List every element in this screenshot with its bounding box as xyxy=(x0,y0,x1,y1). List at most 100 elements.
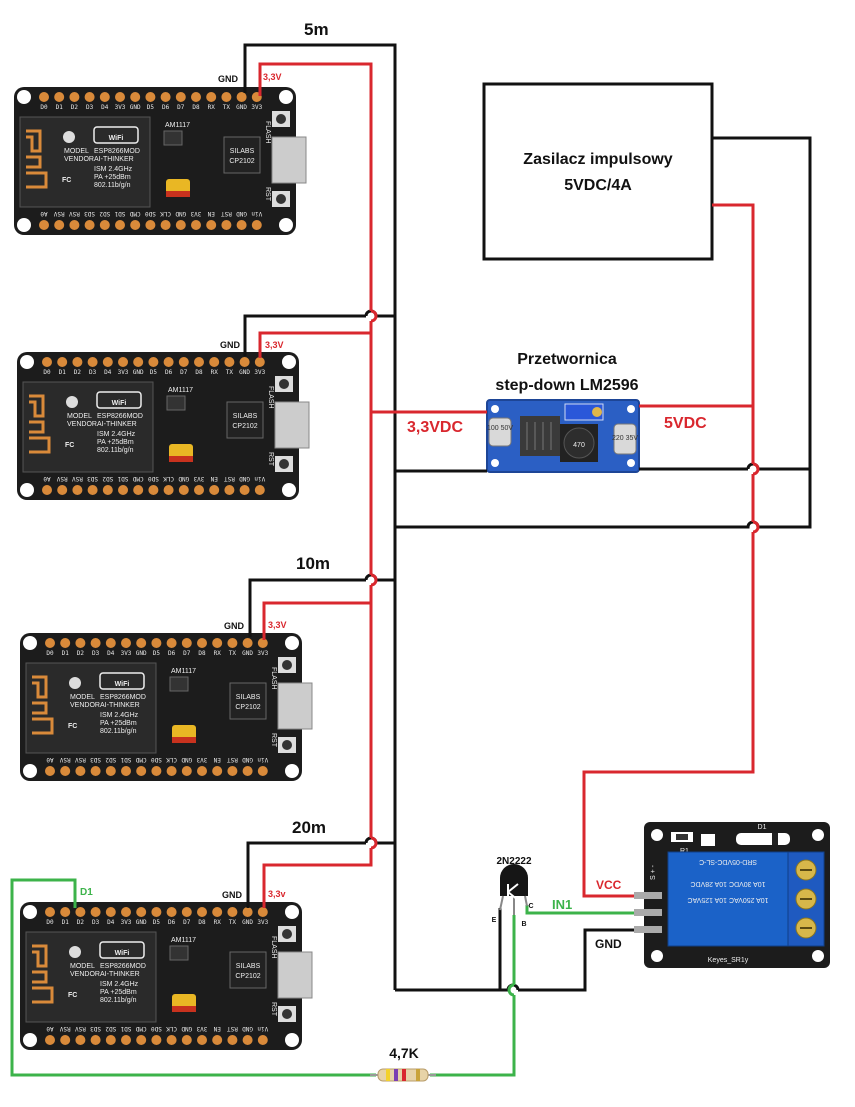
top-pin-label: D4 xyxy=(104,369,112,376)
header-pin xyxy=(166,766,177,776)
bottom-pin-label: CLK xyxy=(163,475,174,482)
cp2102-label: CP2102 xyxy=(229,158,254,165)
bottom-pin-label: SD3 xyxy=(84,210,95,217)
header-pin xyxy=(254,357,265,367)
flash-button-cap xyxy=(279,379,289,389)
header-pin xyxy=(115,92,125,102)
ism-text: ISM 2.4GHz xyxy=(97,431,136,438)
usb-serial-chip xyxy=(226,401,264,439)
mount-hole xyxy=(20,483,34,497)
bottom-pin-label: RSV xyxy=(59,1025,70,1032)
model-text: MODEL xyxy=(67,413,92,420)
bottom-pin-label: RSV xyxy=(72,475,83,482)
bottom-pin-label: CLK xyxy=(166,756,177,763)
header-pin xyxy=(90,1035,101,1045)
top-pin-label: 3V3 xyxy=(251,104,262,111)
top-pin-label: D0 xyxy=(40,104,48,111)
top-pin-label: D5 xyxy=(150,369,158,376)
module-text: ESP8266MOD xyxy=(100,963,146,970)
mount-hole xyxy=(285,636,299,650)
relay-pin-labels: S + - xyxy=(650,864,657,880)
silabs-label: SILABS xyxy=(233,413,258,420)
bottom-pin-label: EN xyxy=(213,1025,221,1032)
model-text: MODEL xyxy=(70,963,95,970)
regulator-label: AM1117 xyxy=(171,937,196,944)
reset-button-cap xyxy=(282,740,292,750)
bottom-pin-label: RSV xyxy=(75,1025,86,1032)
mount-hole xyxy=(282,483,296,497)
header-pin xyxy=(257,907,268,917)
header-pin xyxy=(227,638,238,648)
mount-hole xyxy=(23,1033,37,1047)
top-pin-label: D3 xyxy=(92,650,100,657)
fcc-logo: FC xyxy=(68,992,77,999)
header-pin xyxy=(75,907,86,917)
top-pin-label: D6 xyxy=(168,650,176,657)
header-pin xyxy=(197,766,207,776)
mount-hole xyxy=(279,218,293,232)
header-pin xyxy=(166,1035,177,1045)
top-pin-label: D8 xyxy=(198,650,206,657)
std-text: 802.11b/g/n xyxy=(100,728,137,735)
ground-wires xyxy=(243,43,812,992)
header-pin xyxy=(115,220,125,230)
vendor-text: VENDOR xyxy=(67,421,97,428)
top-pin-label: D2 xyxy=(71,104,79,111)
header-pin xyxy=(160,92,171,102)
resistor-4-7k: 4,7K xyxy=(370,1045,436,1082)
top-pin-label: 3V3 xyxy=(121,650,132,657)
module-text: ESP8266MOD xyxy=(94,148,140,155)
d1-label: D1 xyxy=(80,887,93,898)
bottom-pin-label: CMD xyxy=(132,475,143,482)
top-pin-label: GND xyxy=(239,369,250,376)
top-pin-label: TX xyxy=(229,919,237,926)
header-pin xyxy=(45,907,55,917)
header-pin xyxy=(194,485,204,495)
flash-button-cap xyxy=(276,114,286,124)
ism-text: ISM 2.4GHz xyxy=(100,981,139,988)
thinker-text: AI-THINKER xyxy=(100,702,140,709)
mount-hole xyxy=(285,764,299,778)
top-pin-label: D7 xyxy=(183,919,191,926)
header-pin xyxy=(163,357,174,367)
transistor-label: 2N2222 xyxy=(496,856,531,867)
bottom-pin-label: A0 xyxy=(40,210,48,217)
header-pin xyxy=(257,638,268,648)
usb-port xyxy=(277,682,313,730)
module-text: ESP8266MOD xyxy=(100,694,146,701)
top-pin-label: GND xyxy=(242,919,253,926)
top-pin-label: D6 xyxy=(168,919,176,926)
top-pin-label: D0 xyxy=(43,369,51,376)
header-pin xyxy=(105,907,116,917)
header-pin xyxy=(224,357,235,367)
rst-label: RST xyxy=(270,1002,277,1017)
header-pin xyxy=(175,220,186,230)
bottom-pin-label: GND xyxy=(181,756,192,763)
top-pin-label: GND xyxy=(242,650,253,657)
thinker-text: AI-THINKER xyxy=(94,156,134,163)
top-pin-label: 3V3 xyxy=(118,369,129,376)
header-pin xyxy=(206,220,217,230)
header-pin xyxy=(224,485,235,495)
capacitor-band xyxy=(169,456,193,462)
header-pin xyxy=(102,485,113,495)
bottom-pin-label: RST xyxy=(224,475,235,482)
header-pin xyxy=(236,92,247,102)
header-pin xyxy=(90,907,101,917)
header-pin xyxy=(181,638,192,648)
power-supply-rating: 5VDC/4A xyxy=(564,177,632,194)
fcc-logo: FC xyxy=(65,442,74,449)
top-pin-label: D2 xyxy=(77,650,85,657)
nodemcu-board-3: D0A0D1RSVD2RSVD3SD3D4SD23V3SD1GNDCMDD5SD… xyxy=(20,633,313,781)
capacitor-band xyxy=(166,191,190,197)
converter-title: Przetwornica xyxy=(517,351,617,368)
bottom-pin-label: 3V3 xyxy=(190,210,201,217)
regulator-chip xyxy=(169,676,189,692)
wifi-logo xyxy=(93,126,139,144)
header-pin xyxy=(45,766,55,776)
header-pin xyxy=(42,357,52,367)
usb-serial-chip xyxy=(229,682,267,720)
cp2102-label: CP2102 xyxy=(235,704,260,711)
bottom-pin-label: CMD xyxy=(135,1025,146,1032)
header-pin xyxy=(148,357,159,367)
